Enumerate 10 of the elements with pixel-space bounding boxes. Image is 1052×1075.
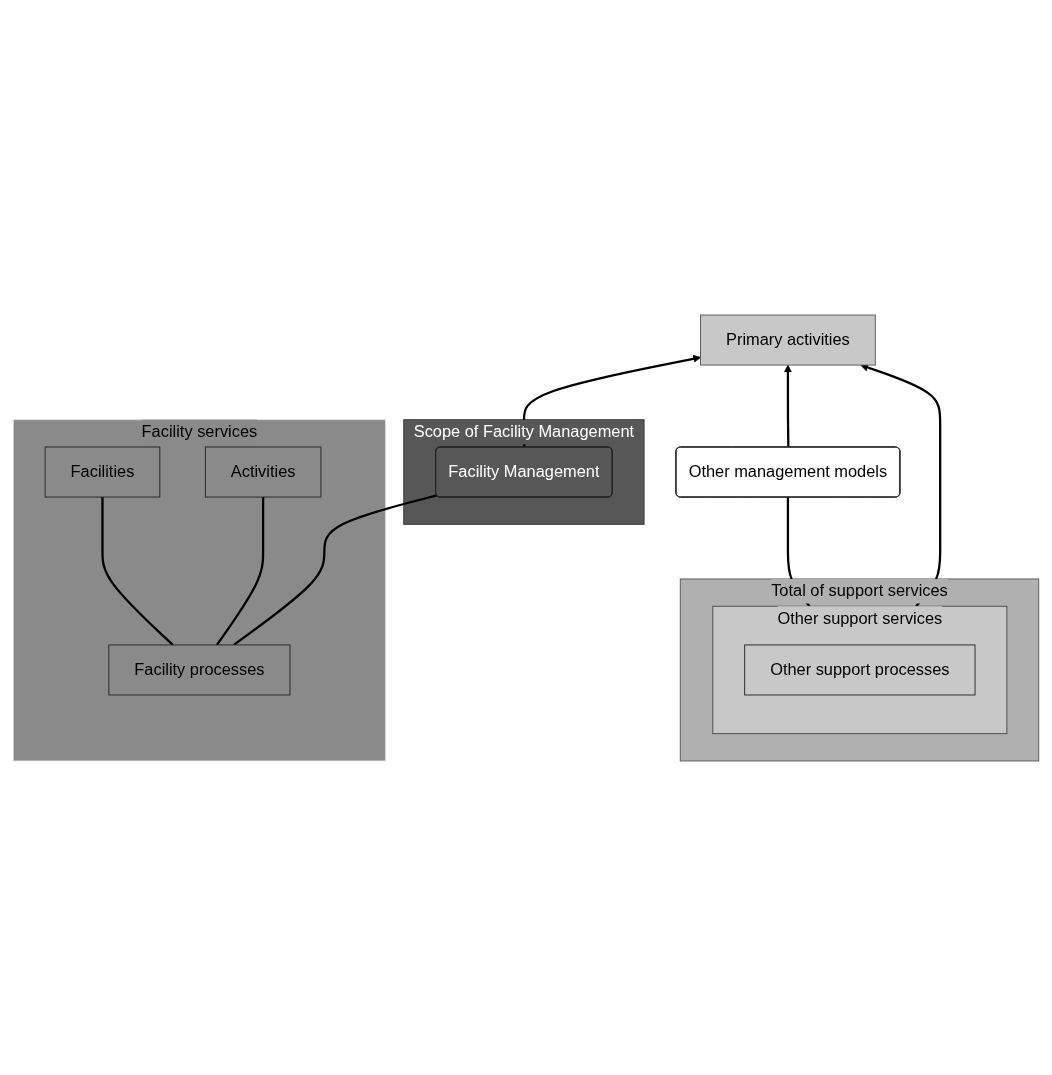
node-box: Facilities <box>44 446 161 497</box>
node-box: Primary activities <box>700 314 876 366</box>
node-box: Other support processes <box>744 643 976 695</box>
arrow <box>522 354 701 447</box>
connector <box>216 496 265 646</box>
node-box: Activities <box>204 446 322 497</box>
arrow <box>783 364 792 447</box>
node-box: Facility processes <box>108 643 291 695</box>
connector <box>101 496 174 646</box>
connector <box>233 493 438 646</box>
